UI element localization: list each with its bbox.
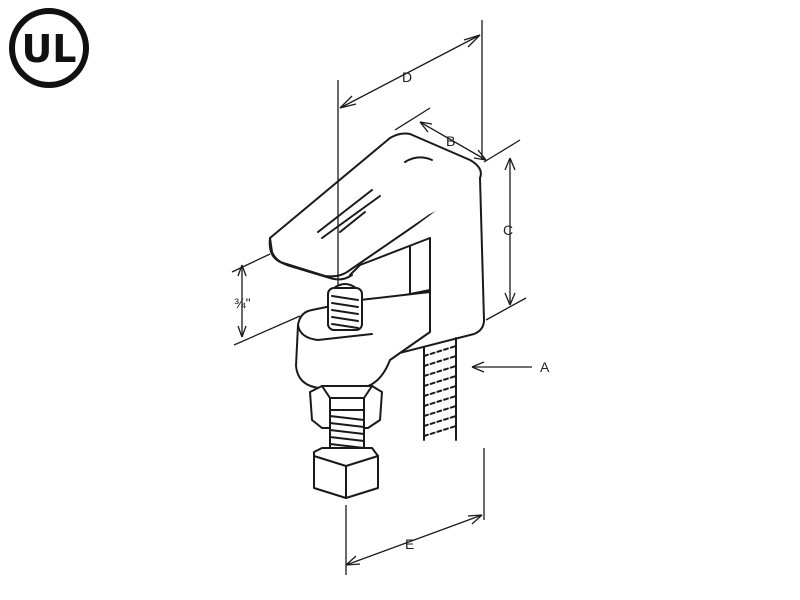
dim-label-d: D: [402, 69, 412, 85]
clamp-bowl-edge: [297, 324, 373, 341]
dim-throat-arrows: [237, 264, 247, 338]
set-screw: [327, 283, 363, 331]
jaw-slot: [404, 156, 433, 163]
dim-label-a: A: [540, 359, 550, 375]
dim-label-b: B: [446, 133, 455, 149]
dim-d-line: [339, 34, 481, 109]
dim-b-arrows: [419, 121, 487, 161]
dim-label-throat: ¾": [234, 295, 251, 311]
dim-e-line: [345, 514, 483, 566]
dim-e-arrows: [345, 514, 483, 566]
ul-logo-ring: [9, 8, 89, 88]
beam-clamp: [268, 132, 485, 499]
threaded-rod: [423, 337, 457, 441]
dim-a-arrow: [471, 361, 485, 373]
ul-logo: UL: [9, 8, 89, 88]
dim-throat-ext-bottom: [233, 315, 301, 346]
bolt-square-head-edge: [313, 455, 379, 499]
dim-b-ext: [394, 107, 431, 131]
dim-d-arrow-right: [463, 34, 481, 48]
jaw-shading: [317, 189, 381, 239]
clamp-body-side: [409, 237, 431, 301]
dimension-lines: [231, 20, 532, 575]
ul-logo-text: UL: [21, 27, 76, 71]
clamp-jaw-front-edge: [269, 237, 353, 281]
dim-label-e: E: [405, 536, 414, 552]
dim-d-arrow-left: [339, 95, 357, 109]
dim-c-ext-top: [483, 139, 521, 163]
dim-c-ext-bottom: [485, 297, 527, 321]
dim-c-arrows: [504, 157, 516, 306]
dim-label-c: C: [503, 222, 513, 238]
dim-throat-ext-top: [231, 253, 271, 273]
dim-b-line: [419, 121, 487, 161]
